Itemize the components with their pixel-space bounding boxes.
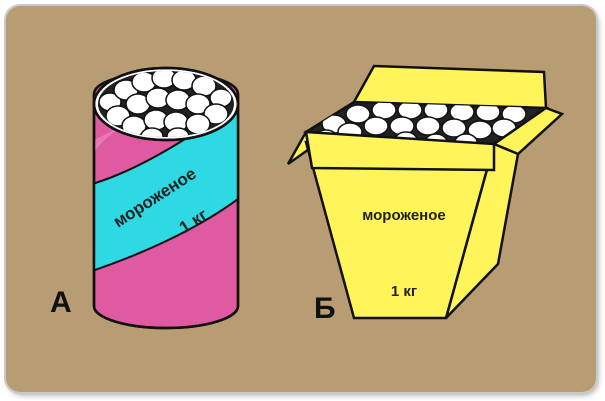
box-label-text: мороженое <box>362 207 446 224</box>
marker-b: Б <box>314 292 336 325</box>
box-ice-cream-scoops <box>314 102 527 144</box>
cylinder-container: мороженое 1 кг <box>92 66 240 330</box>
ice-cream-illustration: мороженое 1 кг А <box>6 6 596 392</box>
marker-a: А <box>50 286 72 319</box>
box-front-flap <box>304 130 496 172</box>
box-back-flap <box>351 64 548 110</box>
illustration-card: мороженое 1 кг А <box>6 6 596 392</box>
cylinder-label-band <box>94 95 238 273</box>
box-container: мороженое 1 кг <box>286 64 565 320</box>
box-weight-text: 1 кг <box>391 283 417 300</box>
cylinder-ice-cream-scoops <box>98 71 234 137</box>
